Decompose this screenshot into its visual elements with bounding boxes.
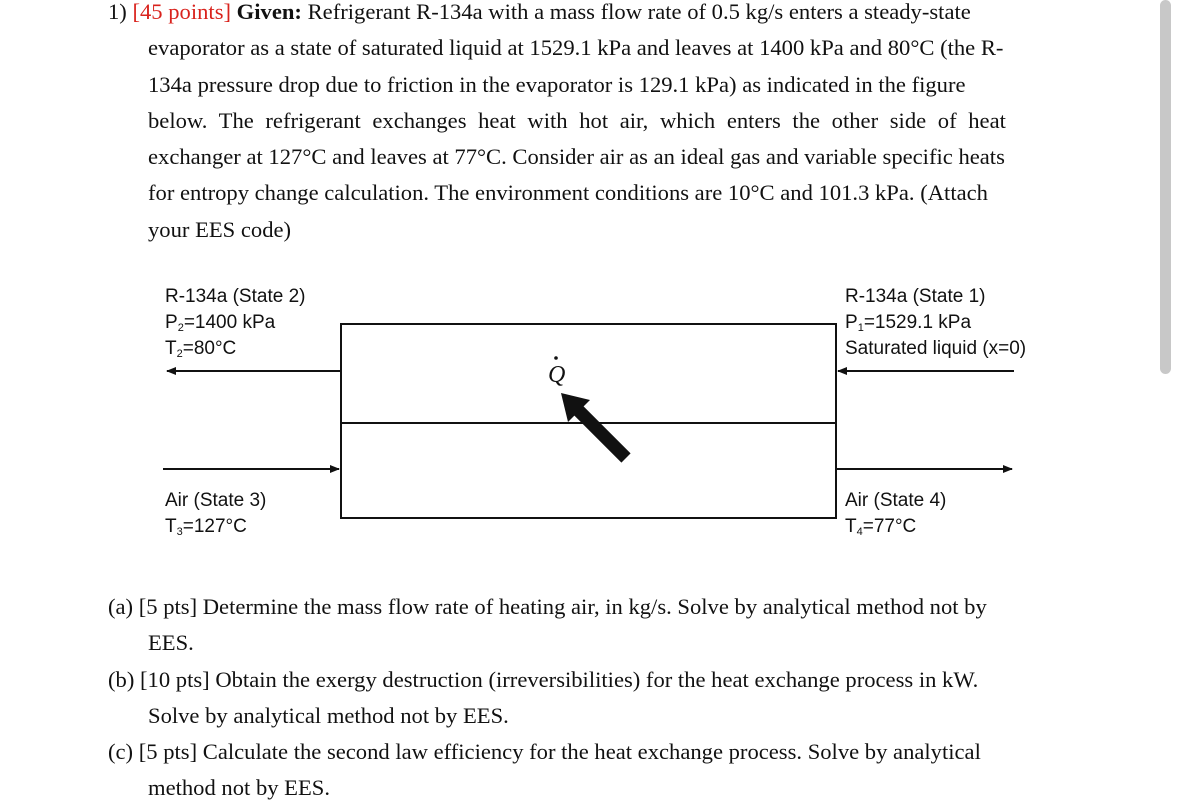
vertical-scrollbar-thumb[interactable] [1160,0,1171,374]
question-b-text-2: Solve by analytical method not by EES. [148,702,509,728]
given-label: Given: [236,0,302,24]
state4-temperature: T4=77°C [845,514,946,540]
problem-line-1: 1) [45 points] Given: Refrigerant R-134a… [108,0,1053,30]
heat-symbol: Q [548,362,565,388]
state3-t-value: =127°C [182,516,247,537]
problem-text-5: exchanger at 127°C and leaves at 77°C. C… [148,144,1005,170]
question-a: (a) [5 pts] Determine the mass flow rate… [108,589,1058,662]
question-c-label: (c) [108,739,134,765]
state3-t-symbol: T [165,516,177,537]
state4-title: Air (State 4) [845,490,947,511]
state2-t-symbol: T [165,338,177,359]
state4-t-value: =77°C [862,516,917,537]
state4-t-subscript: 4 [856,526,863,538]
state4-t-symbol: T [845,516,857,537]
problem-text-2: evaporator as a state of saturated liqui… [148,35,1004,61]
state3-temperature: T3=127°C [165,514,266,540]
state2-label: R-134a (State 2) P2=1400 kPa T2=80°C [165,284,305,362]
state2-p-subscript: 2 [177,322,184,334]
state2-p-symbol: P [165,312,178,333]
state3-title: Air (State 3) [165,490,267,511]
state2-p-value: =1400 kPa [183,312,276,333]
state1-title: R-134a (State 1) [845,286,986,307]
heat-transfer-arrow [561,393,631,463]
problem-text-3: 134a pressure drop due to friction in th… [148,71,966,97]
problem-text-4: below. The refrigerant exchanges heat wi… [148,107,1006,133]
question-c-text-2: method not by EES. [148,775,330,801]
problem-number: 1) [108,0,127,24]
state1-pressure: P1=1529.1 kPa [845,310,1026,336]
problem-text-6: for entropy change calculation. The envi… [148,180,988,206]
question-b-text-1: [10 pts] Obtain the exergy destruction (… [140,666,979,692]
state1-label: R-134a (State 1) P1=1529.1 kPa Saturated… [845,284,1026,362]
state4-label: Air (State 4) T4=77°C [845,488,946,540]
question-a-label: (a) [108,594,134,619]
state2-title: R-134a (State 2) [165,286,306,307]
refrigerant-channel [340,323,837,424]
questions-list: (a) [5 pts] Determine the mass flow rate… [108,589,1058,807]
state2-temperature: T2=80°C [165,336,305,362]
heat-rate-dot [554,356,558,360]
question-a-text-1: [5 pts] Determine the mass flow rate of … [138,594,987,619]
question-c: (c) [5 pts] Calculate the second law eff… [108,734,1058,807]
question-b: (b) [10 pts] Obtain the exergy destructi… [108,662,1058,735]
question-a-text-2: EES. [148,630,194,656]
state2-pressure: P2=1400 kPa [165,310,305,336]
problem-statement: 1) [45 points] Given: Refrigerant R-134a… [108,0,1053,248]
air-channel [340,422,837,519]
state1-p-subscript: 1 [857,322,864,334]
state1-p-value: =1529.1 kPa [863,312,972,333]
problem-text-7: your EES code) [148,216,292,242]
state2-t-value: =80°C [182,338,237,359]
state1-quality: Saturated liquid (x=0) [845,338,1027,359]
state1-p-symbol: P [845,312,858,333]
problem-text-1: Refrigerant R-134a with a mass flow rate… [307,0,971,24]
state3-label: Air (State 3) T3=127°C [165,488,266,540]
problem-points: [45 points] [132,0,232,24]
question-c-text-1: [5 pts] Calculate the second law efficie… [138,739,981,765]
state3-t-subscript: 3 [176,526,183,538]
state2-t-subscript: 2 [176,348,183,360]
question-b-label: (b) [108,666,135,692]
